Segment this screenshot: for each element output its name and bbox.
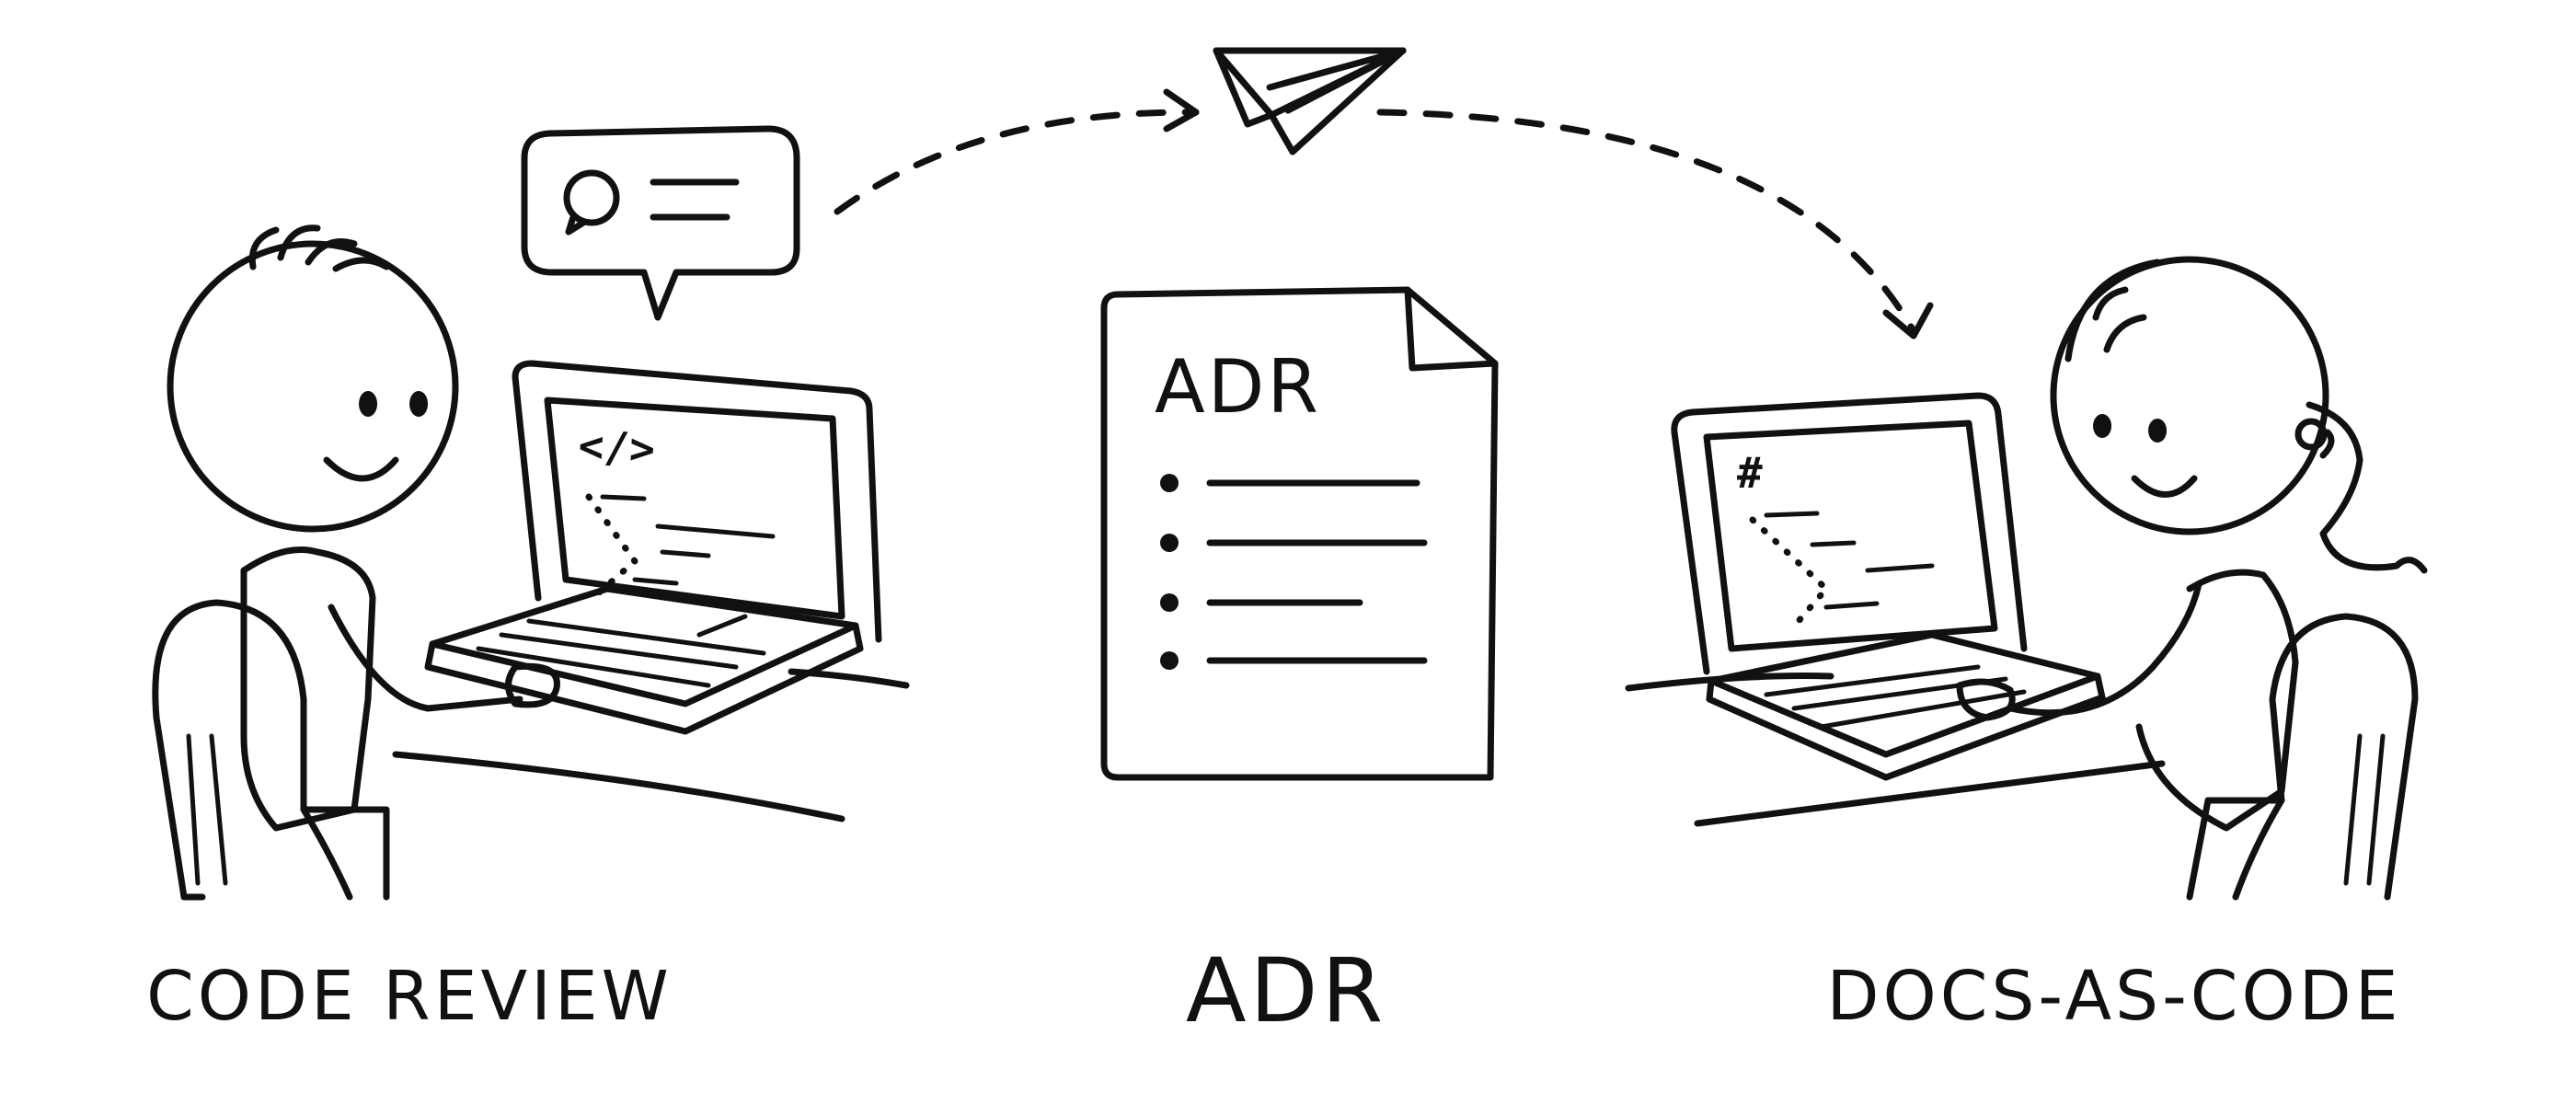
- speech-bubble-icon: [521, 125, 800, 321]
- caption-docs-as-code: DOCS-AS-CODE: [1827, 957, 2402, 1036]
- dashed-path-left: [834, 109, 1200, 215]
- laptop-left-screen-frame: [512, 360, 882, 643]
- chair-right: [2186, 613, 2419, 901]
- person-right-body: [2135, 569, 2299, 832]
- flow-arrow: [834, 47, 1934, 339]
- laptop-right-base-edge: [1706, 673, 2106, 781]
- person-right-smile: [2131, 475, 2198, 498]
- arrowhead-to-right: [1882, 302, 1934, 339]
- bullet-dot: [1160, 593, 1179, 612]
- person-right-head: [2050, 256, 2329, 535]
- laptop-left-screen: [544, 397, 845, 620]
- person-left-eye: [359, 391, 378, 417]
- document-title: ADR: [1155, 344, 1321, 430]
- bullet-dot: [1160, 651, 1179, 670]
- person-right-eye-2: [2148, 419, 2168, 443]
- docs-as-code-figure: # DOCS-AS-CODE: [1625, 256, 2428, 1036]
- laptop-right-screen-frame: [1671, 392, 2028, 675]
- laptop-right-screen: [1703, 420, 1998, 652]
- chair-right-back-detail: [2343, 733, 2386, 886]
- code-lines-right: [1764, 511, 1935, 610]
- person-left-body: [240, 546, 376, 832]
- person-right-hair: [2064, 259, 2161, 362]
- adr-document-group: ADR ADR: [1100, 286, 1499, 1042]
- bullet-dot: [1160, 534, 1179, 552]
- document-bullet-list: [1160, 474, 1428, 670]
- person-right-ponytail: [2306, 401, 2428, 574]
- bullet-dot: [1160, 474, 1179, 492]
- arrowhead-to-plane: [1163, 88, 1200, 132]
- laptop-left-base-edge: [424, 622, 864, 735]
- code-review-figure: </> CODE REVIEW: [146, 125, 910, 1036]
- person-left-eye-2: [409, 391, 429, 417]
- code-tag-glyph: </>: [577, 420, 656, 474]
- document-icon: [1100, 286, 1499, 781]
- paper-plane-icon: [1213, 47, 1407, 155]
- person-right-arm: [2007, 581, 2202, 717]
- laptop-left-keyboard: [476, 614, 766, 688]
- chair-left-back-detail: [186, 733, 228, 886]
- code-lines-left: [600, 494, 776, 586]
- person-left-hair: [248, 224, 390, 272]
- caption-code-review: CODE REVIEW: [146, 957, 673, 1036]
- person-right-eye: [2093, 414, 2112, 438]
- person-left-head: [167, 240, 459, 533]
- person-left-smile: [323, 456, 399, 482]
- person-left-arm: [328, 604, 523, 712]
- code-dots-left: [585, 493, 639, 597]
- caption-adr: ADR: [1186, 939, 1386, 1042]
- code-dots-right: [1749, 516, 1831, 625]
- hair-tie: [2294, 418, 2328, 451]
- hash-glyph: #: [1737, 448, 1763, 498]
- dashed-path-right: [1376, 109, 1917, 335]
